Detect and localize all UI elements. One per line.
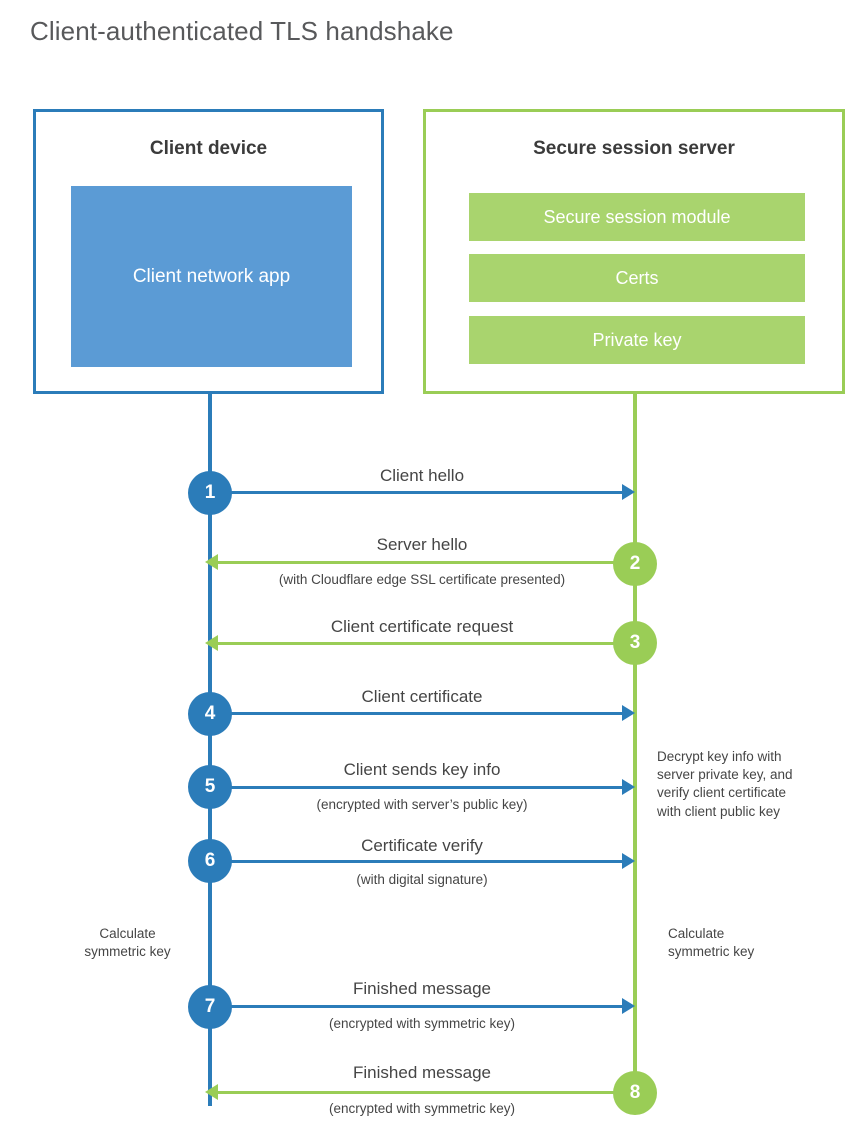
client-calculate-note-line-1: Calculate: [99, 926, 156, 941]
server-calculate-note-line-2: symmetric key: [668, 944, 755, 960]
step-2-sublabel: (with Cloudflare edge SSL certificate pr…: [278, 572, 566, 587]
step-4-label: Client certificate: [361, 687, 483, 706]
step-2-marker[interactable]: 2: [613, 542, 657, 586]
step-3-arrow-head-icon: [205, 635, 218, 651]
step-3-arrow-line: [218, 642, 635, 645]
step-7-arrow-head-icon: [622, 998, 635, 1014]
step-1-marker[interactable]: 1: [188, 471, 232, 515]
step-4-arrow-line: [210, 712, 624, 715]
client-device-title: Client device: [149, 138, 268, 159]
secure-session-server-box: Secure session server Secure session mod…: [423, 109, 845, 394]
step-6-label: Certificate verify: [361, 836, 483, 855]
server-decrypt-note-line-3: verify client certificate: [657, 785, 787, 801]
server-lifeline: [633, 394, 637, 1094]
step-1-arrow-head-icon: [622, 484, 635, 500]
step-6-arrow-line: [210, 860, 624, 863]
step-6-arrow-head-icon: [622, 853, 635, 869]
step-8-marker[interactable]: 8: [613, 1071, 657, 1115]
step-8-sublabel: (encrypted with symmetric key): [328, 1101, 516, 1116]
server-calculate-note-line-1: Calculate: [668, 926, 725, 941]
client-device-box: Client device Client network app: [33, 109, 384, 394]
step-1-label: Client hello: [379, 466, 465, 485]
server-component-private-key: Private key: [469, 316, 805, 364]
step-2-arrow-head-icon: [205, 554, 218, 570]
step-4-marker[interactable]: 4: [188, 692, 232, 736]
server-decrypt-note-line-1: Decrypt key info with: [657, 749, 782, 764]
step-7-label: Finished message: [353, 979, 491, 998]
step-1-arrow-line: [210, 491, 624, 494]
step-2-arrow-line: [218, 561, 635, 564]
step-8-label: Finished message: [353, 1063, 491, 1082]
step-8-arrow-line: [218, 1091, 635, 1094]
step-6-marker[interactable]: 6: [188, 839, 232, 883]
server-calculate-symmetric-key-note: Calculate symmetric key: [668, 925, 848, 961]
step-3-label: Client certificate request: [330, 617, 514, 636]
server-component-certs: Certs: [469, 254, 805, 302]
step-7-arrow-line: [210, 1005, 624, 1008]
step-5-sublabel: (encrypted with server’s public key): [316, 797, 528, 812]
step-5-arrow-head-icon: [622, 779, 635, 795]
step-7-sublabel: (encrypted with symmetric key): [328, 1016, 516, 1031]
step-7-marker[interactable]: 7: [188, 985, 232, 1029]
server-component-secure-session-module: Secure session module: [469, 193, 805, 241]
page-title: Client-authenticated TLS handshake: [30, 16, 454, 46]
step-5-marker[interactable]: 5: [188, 765, 232, 809]
client-calculate-note-line-2: symmetric key: [84, 944, 171, 960]
secure-session-server-title: Secure session server: [533, 138, 735, 159]
server-decrypt-note: Decrypt key info with server private key…: [657, 748, 847, 821]
client-network-app-block: Client network app: [71, 186, 352, 367]
step-8-arrow-head-icon: [205, 1084, 218, 1100]
server-decrypt-note-line-4: with client public key: [657, 803, 781, 819]
step-5-label: Client sends key info: [343, 760, 501, 779]
client-calculate-symmetric-key-note: Calculate symmetric key: [45, 925, 210, 961]
step-3-marker[interactable]: 3: [613, 621, 657, 665]
step-2-label: Server hello: [376, 535, 468, 554]
step-5-arrow-line: [210, 786, 624, 789]
step-6-sublabel: (with digital signature): [356, 872, 488, 887]
server-decrypt-note-line-2: server private key, and: [657, 767, 793, 783]
client-lifeline: [208, 394, 212, 1106]
step-4-arrow-head-icon: [622, 705, 635, 721]
